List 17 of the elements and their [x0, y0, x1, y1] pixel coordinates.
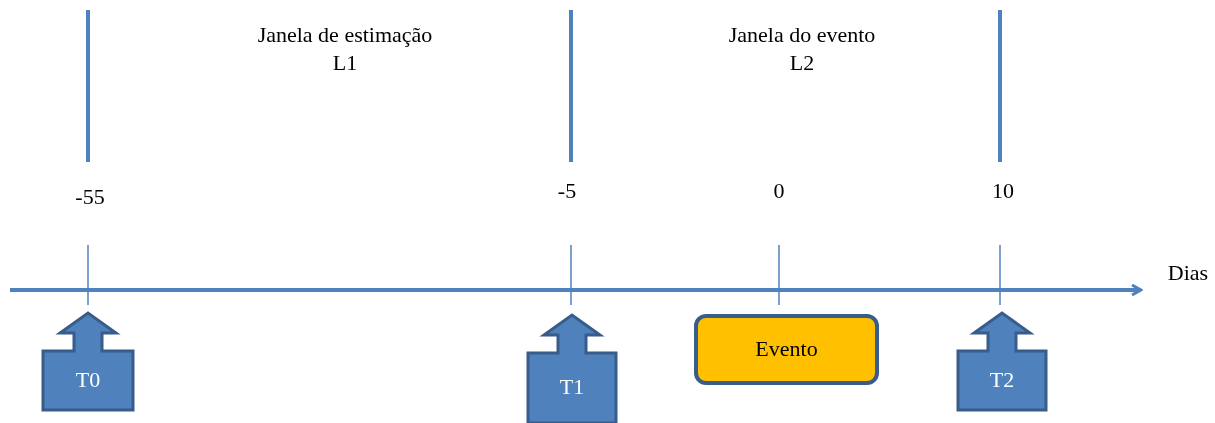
node-label: Evento	[755, 335, 818, 362]
node-label: T2	[989, 366, 1015, 393]
node-label: T1	[559, 374, 585, 400]
up-arrow-callout	[526, 313, 618, 423]
node-label: T0	[75, 366, 101, 393]
window-title: Janela do evento	[728, 22, 876, 48]
window-title: Janela de estimação	[257, 22, 433, 48]
tick-label: 10	[992, 178, 1014, 204]
tick-label: -55	[75, 184, 105, 210]
tick-label: -5	[557, 178, 577, 204]
up-arrow-callout	[41, 311, 135, 412]
tick-label: 0	[773, 178, 785, 204]
up-arrow-callout	[956, 311, 1048, 412]
event-box	[694, 314, 879, 385]
window-symbol: L1	[332, 50, 358, 76]
window-symbol: L2	[789, 50, 815, 76]
axis-label: Dias	[1167, 260, 1209, 286]
